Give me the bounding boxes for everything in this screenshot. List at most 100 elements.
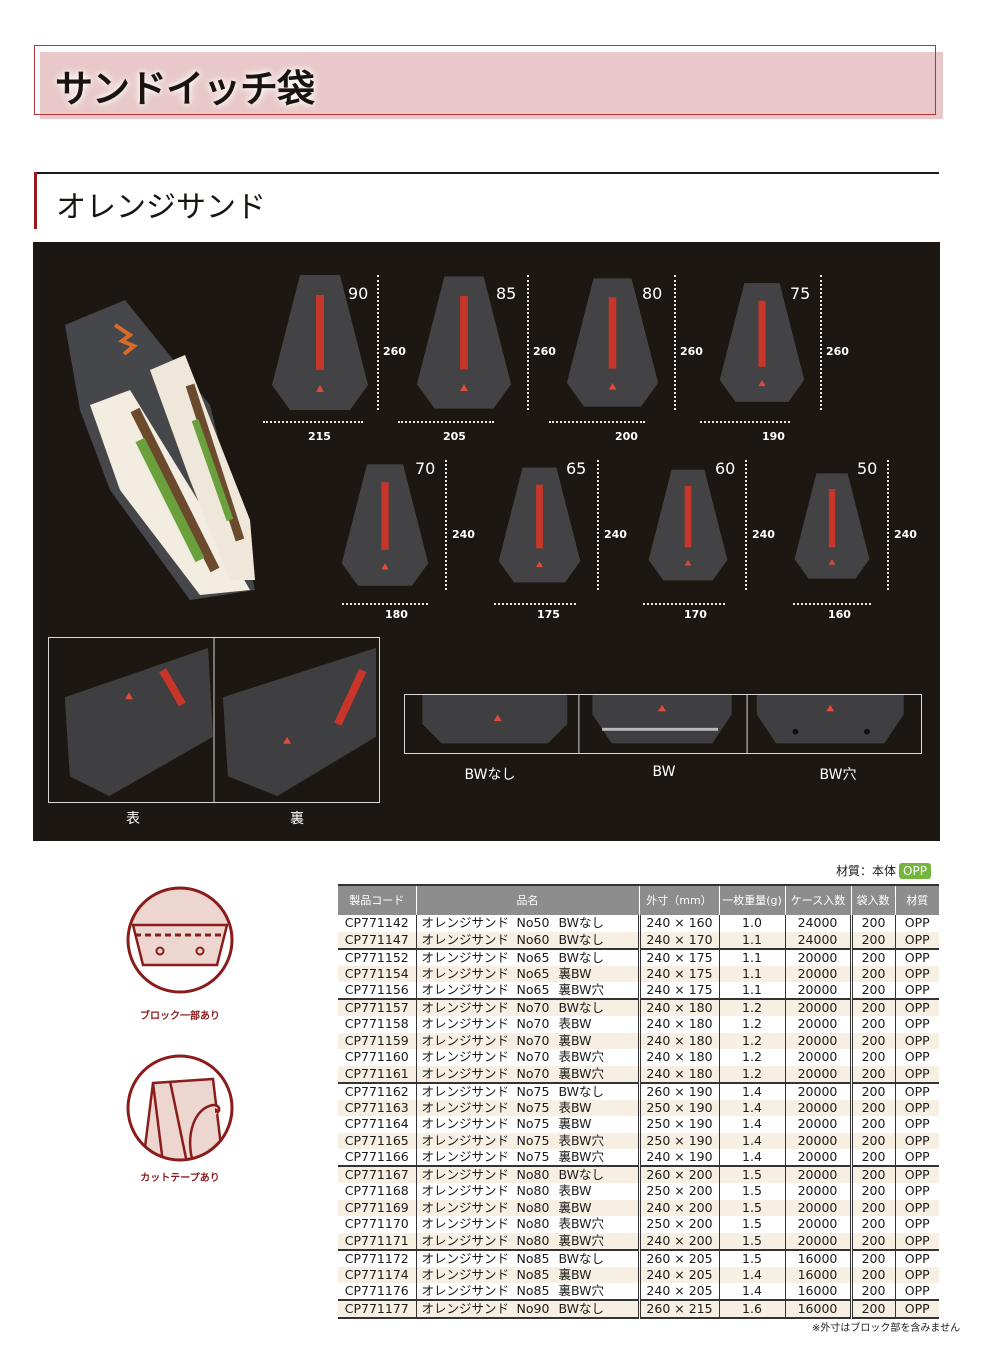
cell-weight: 1.4: [718, 1132, 785, 1149]
cell-material: OPP: [894, 1116, 939, 1133]
cell-material: OPP: [894, 982, 939, 999]
table-header-row: 製品コード 品名 外寸（mm） 一枚重量(g) ケース入数 袋入数 材質: [338, 884, 939, 915]
cell-bag-qty: 200: [849, 1165, 895, 1183]
cell-size: 240 × 175: [637, 982, 719, 999]
height-label: 260: [383, 345, 406, 358]
cell-code: CP771160: [338, 1049, 416, 1066]
width-dimension-line: [494, 603, 576, 605]
cell-weight: 1.2: [718, 1065, 785, 1083]
bag-no90: [270, 275, 370, 410]
cell-material: OPP: [894, 1049, 939, 1066]
height-label: 240: [752, 528, 775, 541]
block-icon-caption: ブロック一部あり: [140, 1011, 220, 1022]
cell-bag-qty: 200: [849, 931, 895, 949]
product-name-no: No70: [516, 1016, 550, 1032]
cell-case-qty: 20000: [784, 1099, 851, 1116]
cell-case-qty: 20000: [784, 1081, 851, 1100]
product-name-name: オレンジサンド: [421, 1266, 510, 1282]
cell-case-qty: 16000: [784, 1266, 851, 1283]
product-name-name: オレンジサンド: [421, 1183, 510, 1199]
bw-none-label: BWなし: [464, 767, 516, 783]
product-name-type: 裏BW: [558, 1032, 592, 1048]
cell-code: CP771162: [338, 1081, 416, 1100]
cell-weight: 1.0: [718, 915, 785, 932]
product-name-type: 裏BW穴: [558, 982, 605, 997]
product-name-type: BWなし: [558, 1301, 605, 1316]
cell-material: OPP: [894, 1081, 939, 1100]
cell-material: OPP: [894, 1283, 939, 1300]
cell-weight: 1.2: [718, 1049, 785, 1066]
product-name-name: オレンジサンド: [421, 1116, 510, 1132]
material-badge: OPP: [899, 863, 931, 879]
cell-size: 250 × 200: [637, 1183, 719, 1200]
cell-case-qty: 20000: [784, 1199, 851, 1216]
product-name-type: 表BW: [558, 1099, 592, 1115]
height-label: 260: [826, 345, 849, 358]
cell-weight: 1.1: [718, 931, 785, 949]
cell-material: OPP: [894, 1165, 939, 1183]
width-dimension-line: [793, 603, 871, 605]
cell-bag-qty: 200: [849, 1132, 895, 1149]
product-name-name: オレンジサンド: [421, 1065, 510, 1081]
cell-weight: 1.4: [718, 1266, 785, 1283]
cell-code: CP771168: [338, 1183, 416, 1200]
cell-material: OPP: [894, 1299, 939, 1319]
column-header-name: 品名: [415, 884, 639, 915]
cell-weight: 1.1: [718, 947, 785, 966]
product-name-no: No65: [516, 982, 550, 997]
product-name-name: オレンジサンド: [421, 1232, 510, 1248]
cell-case-qty: 20000: [784, 1132, 851, 1149]
product-name-no: No80: [516, 1232, 550, 1248]
cell-weight: 1.5: [718, 1216, 785, 1233]
bag-no80: [565, 275, 660, 410]
back-label: 裏: [290, 811, 304, 827]
cell-material: OPP: [894, 1149, 939, 1166]
cell-size: 240 × 175: [637, 965, 719, 982]
cell-code: CP771169: [338, 1199, 416, 1216]
product-name-name: オレンジサンド: [421, 1083, 510, 1099]
width-label: 205: [443, 430, 466, 443]
cell-weight: 1.2: [718, 998, 785, 1016]
product-name-type: BWなし: [558, 1167, 605, 1182]
cell-bag-qty: 200: [849, 1081, 895, 1100]
column-header-size: 外寸（mm）: [638, 884, 719, 915]
cell-case-qty: 20000: [784, 947, 851, 966]
bw-hole-label: BW穴: [819, 767, 857, 783]
sandwich-photo: [65, 300, 255, 600]
cell-code: CP771156: [338, 982, 416, 999]
cell-bag-qty: 200: [849, 1199, 895, 1216]
product-name-type: 表BW穴: [558, 1049, 605, 1065]
cell-code: CP771147: [338, 931, 416, 949]
cell-code: CP771164: [338, 1116, 416, 1133]
product-name-no: No65: [516, 949, 550, 965]
front-back-photo-frame: [48, 637, 380, 803]
product-name-name: オレンジサンド: [421, 1016, 510, 1032]
bag-no75: [718, 275, 806, 410]
product-name-name: オレンジサンド: [421, 1049, 510, 1065]
width-label: 160: [828, 608, 851, 621]
product-name-type: 表BW: [558, 1183, 592, 1199]
product-name-type: 裏BW: [558, 1199, 592, 1215]
cell-weight: 1.4: [718, 1099, 785, 1116]
width-dimension-line: [549, 421, 645, 423]
cell-case-qty: 20000: [784, 1232, 851, 1250]
cell-weight: 1.2: [718, 1032, 785, 1049]
cell-case-qty: 16000: [784, 1299, 851, 1319]
cut-tape-icon: [125, 1053, 235, 1163]
bag-size-label: 75: [790, 284, 811, 303]
